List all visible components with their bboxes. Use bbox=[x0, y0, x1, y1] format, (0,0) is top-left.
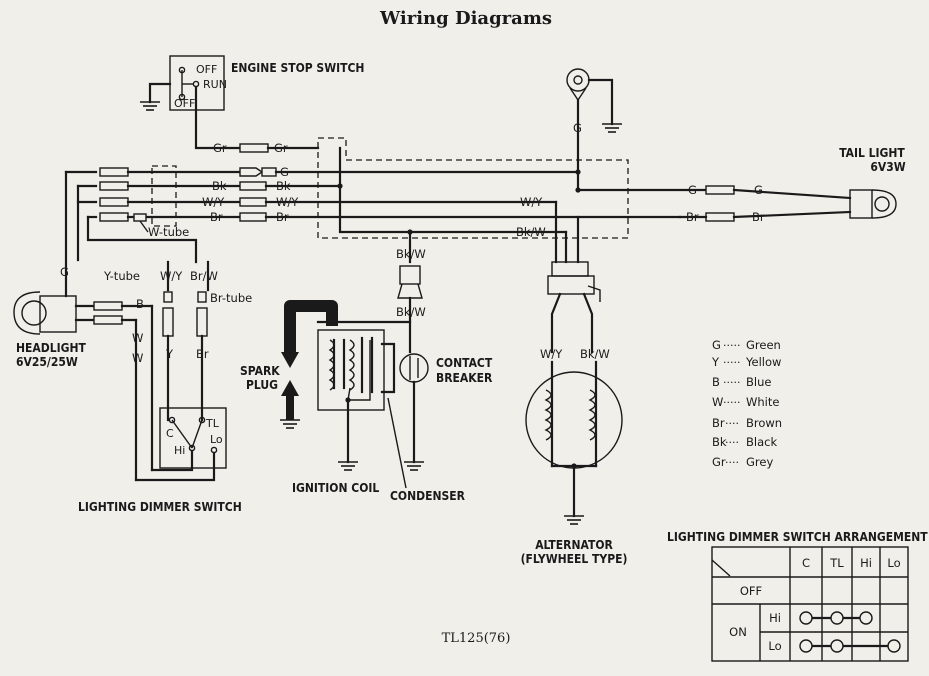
engine-stop-switch-label: ENGINE STOP SWITCH bbox=[231, 61, 364, 75]
wire-label-g-head: G bbox=[60, 265, 69, 279]
legend-name-5: Black bbox=[746, 435, 777, 449]
wire-label-bkw-cb-1: Bk/W bbox=[396, 247, 426, 261]
legend-name-1: Yellow bbox=[745, 355, 781, 369]
wire-label-br-low: Br bbox=[196, 347, 209, 361]
spark-plug-label-2: PLUG bbox=[246, 378, 278, 392]
svg-text:····: ···· bbox=[725, 456, 739, 469]
wire-label-alt-bkw: Bk/W bbox=[580, 347, 610, 361]
wire-label-br-tube: Br-tube bbox=[210, 291, 252, 305]
row-lo: Lo bbox=[768, 639, 781, 653]
dimmer-lo: Lo bbox=[210, 433, 223, 446]
legend-name-6: Grey bbox=[746, 455, 773, 469]
alternator-label: ALTERNATOR bbox=[535, 538, 613, 552]
wire-label-g-tail-1: G bbox=[688, 183, 697, 197]
legend-code-0: G bbox=[712, 338, 721, 352]
wire-label-y-low: Y bbox=[165, 347, 174, 361]
row-on: ON bbox=[729, 625, 747, 639]
col-lo: Lo bbox=[887, 556, 900, 570]
headlight-label: HEADLIGHT bbox=[16, 341, 87, 355]
dimmer-hi: Hi bbox=[174, 444, 185, 457]
wire-label-gr-2: Gr bbox=[274, 141, 288, 155]
wire-label-w-tube: W-tube bbox=[148, 225, 189, 239]
wire-label-g-tail-2: G bbox=[754, 183, 763, 197]
lighting-dimmer-switch: Y-tube W/Y Br/W Br-tube Y Br W C TL Hi L… bbox=[78, 215, 252, 514]
svg-text:····: ···· bbox=[725, 436, 739, 449]
legend-name-4: Brown bbox=[746, 416, 782, 430]
legend-code-5: Bk bbox=[712, 435, 727, 449]
alternator: W/Y Bk/W ALTERNATOR (FLYWHEEL TYPE) bbox=[521, 200, 628, 566]
svg-text:·····: ····· bbox=[723, 339, 740, 352]
wire-label-w-low: W bbox=[132, 351, 143, 365]
wire-label-b-head: B bbox=[136, 297, 144, 311]
dimmer-c: C bbox=[166, 427, 174, 440]
wire-label-wy-dim: W/Y bbox=[160, 269, 183, 283]
ignition-system: Bk/W Bk/W CONTACT BREAKER IGNITION COIL bbox=[240, 230, 493, 503]
model-number: TL125(76) bbox=[442, 631, 511, 646]
wire-label-bk-left: Bk bbox=[212, 179, 227, 193]
svg-text:·····: ····· bbox=[723, 396, 740, 409]
tail-light-label: TAIL LIGHT bbox=[839, 146, 905, 160]
legend-code-3: W bbox=[712, 395, 723, 409]
col-hi: Hi bbox=[860, 556, 872, 570]
diagram-title: Wiring Diagrams bbox=[379, 8, 552, 29]
col-c: C bbox=[802, 556, 810, 570]
contact-breaker-label-2: BREAKER bbox=[436, 371, 493, 385]
top-ground-terminal: G bbox=[566, 68, 622, 174]
legend-name-0: Green bbox=[746, 338, 781, 352]
wire-label-w-head: W bbox=[132, 331, 143, 345]
dimmer-arrangement-table: LIGHTING DIMMER SWITCH ARRANGEMENT C TL … bbox=[667, 530, 928, 662]
headlight-rating: 6V25/25W bbox=[16, 355, 78, 369]
legend-code-1: Y bbox=[711, 355, 720, 369]
legend-code-4: Br bbox=[712, 416, 725, 430]
wire-label-g-top: G bbox=[573, 121, 582, 135]
spark-plug-label: SPARK bbox=[240, 364, 280, 378]
wire-label-bkw-mid: Bk/W bbox=[516, 225, 546, 239]
alternator-type: (FLYWHEEL TYPE) bbox=[521, 552, 628, 566]
svg-text:·····: ····· bbox=[723, 356, 740, 369]
main-harness: G Bk Bk W/Y W/Y W/Y Br Br W-tube Bk/W bbox=[64, 137, 682, 239]
dimmer-switch-label: LIGHTING DIMMER SWITCH bbox=[78, 500, 242, 514]
wire-label-g-main: G bbox=[280, 165, 289, 179]
arrangement-title: LIGHTING DIMMER SWITCH ARRANGEMENT bbox=[667, 530, 928, 544]
wire-label-brw-dim: Br/W bbox=[190, 269, 218, 283]
wire-label-wy-main: W/Y bbox=[276, 195, 299, 209]
wire-label-br-left: Br bbox=[210, 210, 223, 224]
stop-switch-run: RUN bbox=[203, 78, 227, 91]
legend-name-3: White bbox=[746, 395, 779, 409]
engine-stop-switch: OFF RUN OFF ENGINE STOP SWITCH Gr Gr bbox=[140, 55, 364, 155]
legend-name-2: Blue bbox=[746, 375, 771, 389]
condenser-label: CONDENSER bbox=[390, 489, 466, 503]
wire-label-y-tube: Y-tube bbox=[103, 269, 140, 283]
wire-label-alt-wy: W/Y bbox=[540, 347, 563, 361]
svg-text:····: ···· bbox=[725, 417, 739, 430]
wire-label-bk-main: Bk bbox=[276, 179, 291, 193]
wire-label-br-tail-2: Br bbox=[752, 210, 765, 224]
wire-label-wy-left: W/Y bbox=[202, 195, 225, 209]
col-tl: TL bbox=[829, 556, 844, 570]
headlight: G B W HEADLIGHT 6V25/25W bbox=[13, 170, 154, 369]
stop-switch-off-bottom: OFF bbox=[174, 97, 195, 110]
color-legend: G Green Y Yellow B Blue W White Br Brown… bbox=[711, 338, 782, 469]
row-hi: Hi bbox=[769, 611, 781, 625]
legend-code-2: B bbox=[712, 375, 720, 389]
svg-text:·····: ····· bbox=[723, 376, 740, 389]
contact-breaker-label: CONTACT bbox=[436, 356, 493, 370]
ignition-coil-label: IGNITION COIL bbox=[292, 481, 379, 495]
row-off: OFF bbox=[740, 584, 762, 598]
wire-label-br-main: Br bbox=[276, 210, 289, 224]
tail-light: G G Br Br TAIL LIGHT 6V3W bbox=[576, 146, 906, 224]
stop-switch-off-top: OFF bbox=[196, 63, 217, 76]
wire-label-wy-mid: W/Y bbox=[520, 195, 543, 209]
dimmer-tl: TL bbox=[205, 417, 220, 430]
wire-label-gr-1: Gr bbox=[213, 141, 227, 155]
tail-light-rating: 6V3W bbox=[870, 160, 905, 174]
wire-label-br-tail-1: Br bbox=[686, 210, 699, 224]
legend-code-6: Gr bbox=[712, 455, 726, 469]
